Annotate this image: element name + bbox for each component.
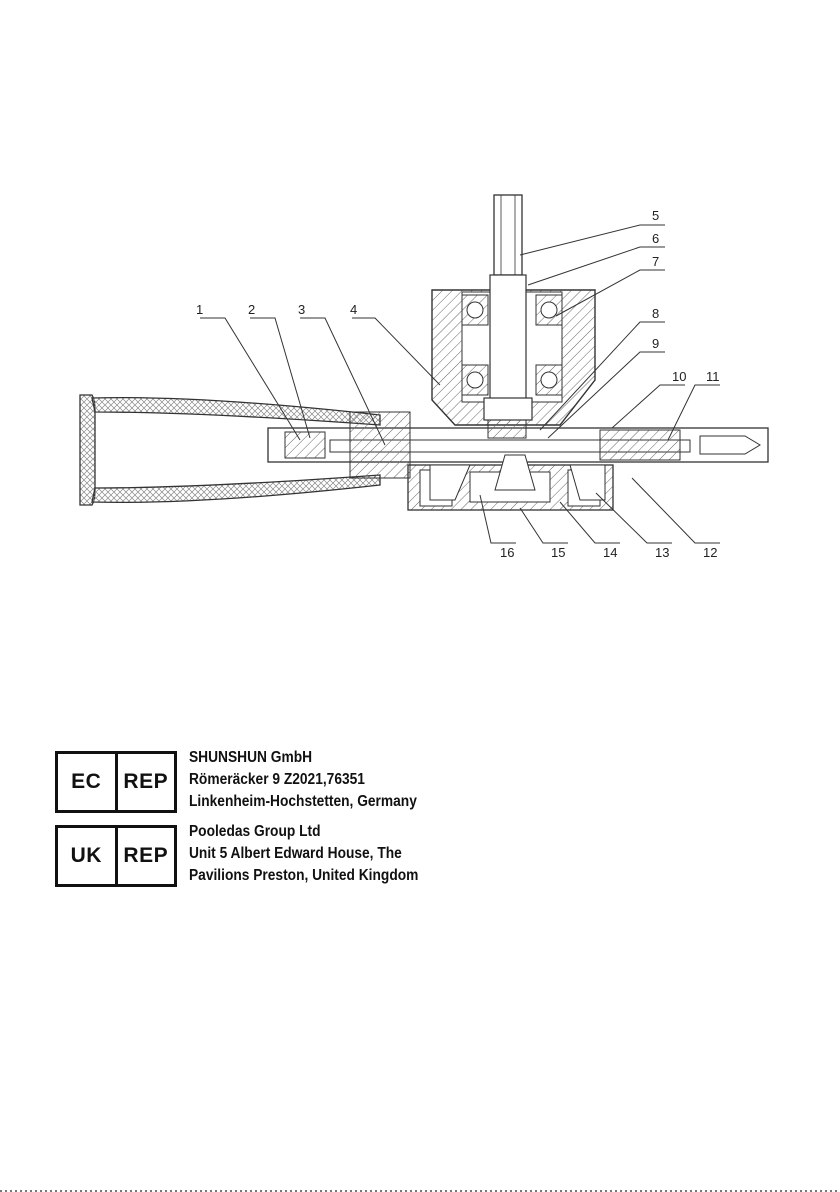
callout-5: 5 — [652, 208, 659, 223]
callout-10: 10 — [672, 369, 686, 384]
callout-9: 9 — [652, 336, 659, 351]
callout-8: 8 — [652, 306, 659, 321]
uk-rep-city: Pavilions Preston, United Kingdom — [189, 865, 447, 887]
callout-16: 16 — [500, 545, 514, 560]
ec-rep-symbol: EC REP — [55, 751, 177, 813]
callout-14: 14 — [603, 545, 617, 560]
callout-15: 15 — [551, 545, 565, 560]
callout-11: 11 — [706, 369, 720, 384]
callout-6: 6 — [652, 231, 659, 246]
exploded-cross-section-diagram: 1 2 3 4 5 6 7 8 9 10 11 12 13 14 15 16 — [0, 0, 840, 600]
uk-rep-label: REP — [115, 828, 175, 884]
uk-rep-symbol: UK REP — [55, 825, 177, 887]
callout-7: 7 — [652, 254, 659, 269]
uk-rep-block: UK REP Pooledas Group Ltd Unit 5 Albert … — [55, 825, 475, 895]
uk-rep-street: Unit 5 Albert Edward House, The — [189, 843, 447, 865]
ec-rep-label: REP — [115, 754, 175, 810]
callout-2: 2 — [248, 302, 255, 317]
callout-4: 4 — [350, 302, 357, 317]
ec-rep-street: Römeräcker 9 Z2021,76351 — [189, 769, 447, 791]
callout-1: 1 — [196, 302, 203, 317]
ec-code: EC — [58, 754, 115, 810]
uk-rep-address: Pooledas Group Ltd Unit 5 Albert Edward … — [189, 821, 447, 887]
ec-rep-block: EC REP SHUNSHUN GmbH Römeräcker 9 Z2021,… — [55, 751, 475, 821]
callout-12: 12 — [703, 545, 717, 560]
callout-3: 3 — [298, 302, 305, 317]
hex-bit-shaft — [484, 195, 532, 438]
uk-code: UK — [58, 828, 115, 884]
ec-rep-company: SHUNSHUN GmbH — [189, 747, 447, 769]
ec-rep-address: SHUNSHUN GmbH Römeräcker 9 Z2021,76351 L… — [189, 747, 447, 813]
callout-13: 13 — [655, 545, 669, 560]
uk-rep-company: Pooledas Group Ltd — [189, 821, 447, 843]
ec-rep-city: Linkenheim-Hochstetten, Germany — [189, 791, 447, 813]
